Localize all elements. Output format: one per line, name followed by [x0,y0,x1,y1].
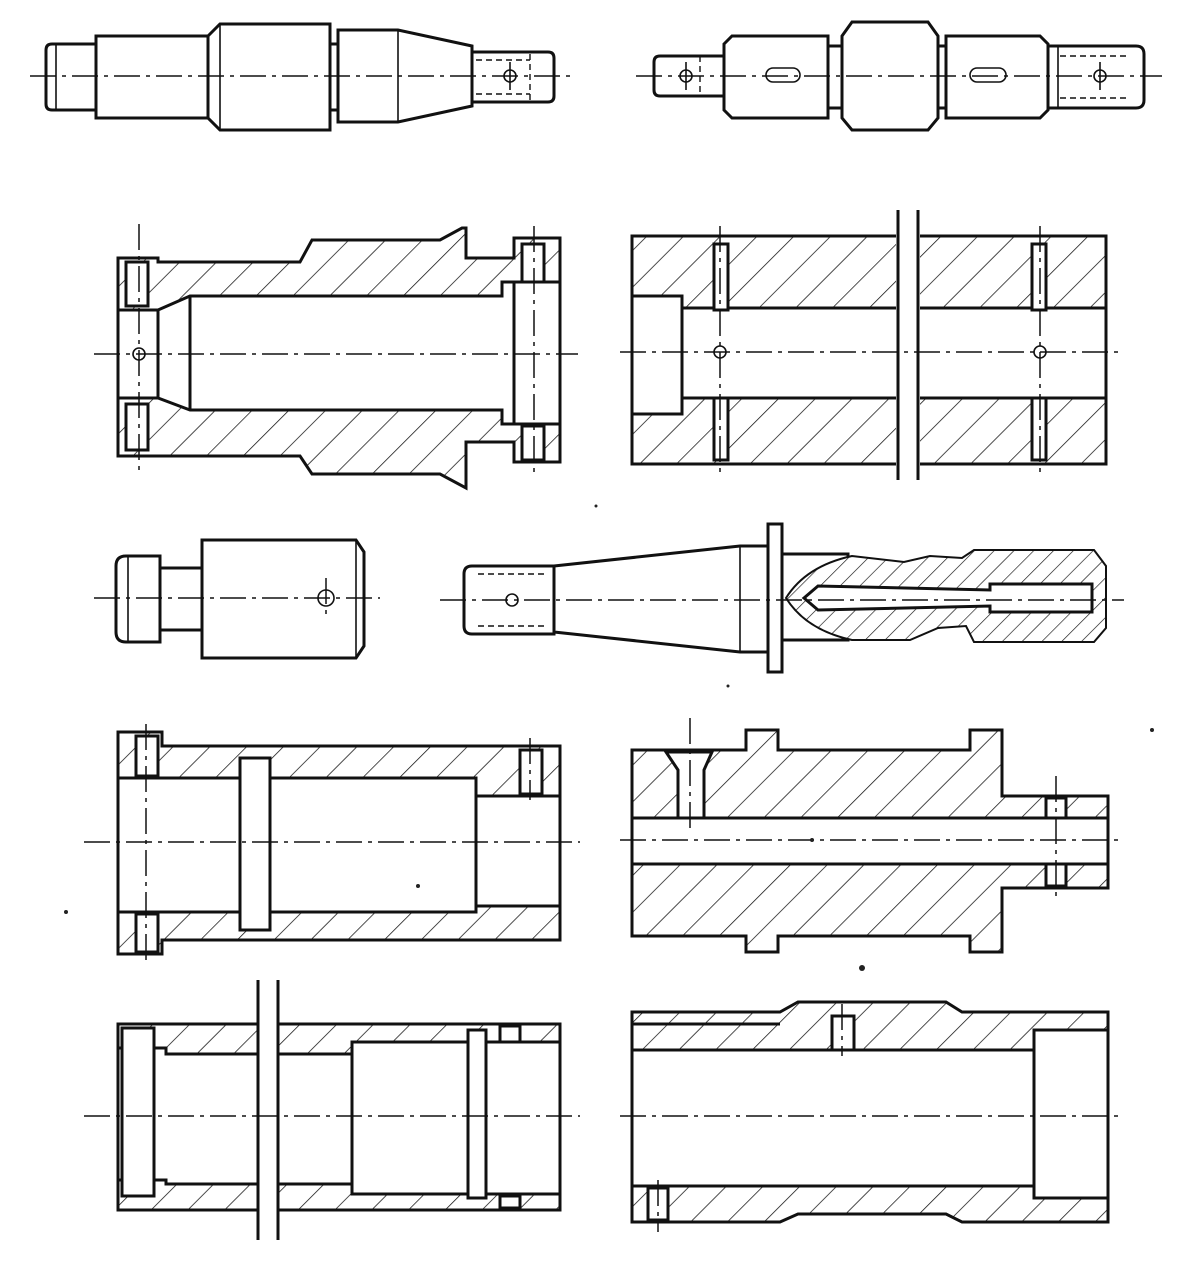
scan-specks [64,504,1154,971]
shaft-two-keyways [636,20,1162,132]
block-with-bores-section [620,210,1124,480]
sleeve-with-groove-section [84,724,580,962]
bushing-with-cross-bore-section [84,980,580,1240]
grooved-bushing-section [94,224,578,491]
tapered-spindle-partial-section [440,522,1124,674]
shouldered-sleeve-section [620,718,1124,954]
sleeve-with-counterbore-section [620,1000,1124,1232]
stepped-shaft-cross-hole [30,22,572,132]
short-pin-cross-hole [94,538,380,660]
